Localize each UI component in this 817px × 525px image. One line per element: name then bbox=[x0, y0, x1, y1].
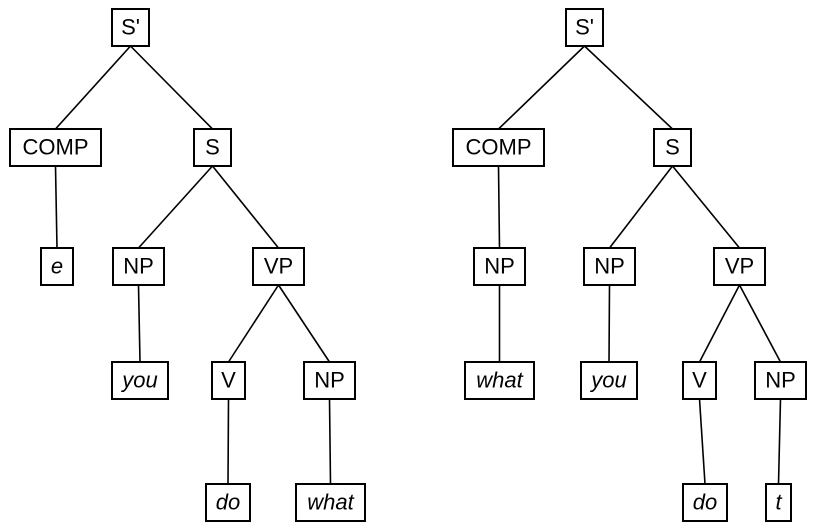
category-node-L-NP1[interactable]: NP bbox=[112, 247, 165, 286]
right-tree-wh-moved-edges bbox=[497, 45, 782, 485]
node-box-L-what bbox=[295, 483, 366, 522]
category-node-L-NP2[interactable]: NP bbox=[303, 361, 356, 400]
category-node-R-S[interactable]: S bbox=[653, 128, 692, 167]
tree-edge-R-VP-to-R-V bbox=[698, 284, 741, 363]
left-tree-wh-in-situ-edges bbox=[54, 45, 332, 485]
node-label-R-NP1: NP bbox=[594, 253, 625, 278]
category-node-L-Sbar[interactable]: S' bbox=[111, 8, 150, 47]
node-box-L-do bbox=[205, 483, 251, 522]
category-node-R-V[interactable]: V bbox=[682, 361, 717, 400]
tree-edge-R-COMP-to-R-NP0 bbox=[497, 165, 501, 249]
category-node-L-VP[interactable]: VP bbox=[252, 247, 305, 286]
category-node-R-NP2[interactable]: NP bbox=[754, 361, 807, 400]
tree-edge-L-NP2-to-L-what bbox=[328, 398, 332, 485]
node-label-R-NP0: NP bbox=[484, 253, 515, 278]
node-box-R-NP2 bbox=[754, 361, 807, 400]
node-label-L-COMP: COMP bbox=[23, 134, 89, 159]
category-node-R-NP1[interactable]: NP bbox=[583, 247, 636, 286]
node-label-L-Sbar: S' bbox=[121, 14, 140, 39]
node-label-L-you: you bbox=[120, 367, 157, 392]
terminal-node-L-you[interactable]: you bbox=[111, 361, 169, 400]
node-box-L-VP bbox=[252, 247, 305, 286]
node-label-L-NP2: NP bbox=[314, 367, 345, 392]
tree-edge-L-NP1-to-L-you bbox=[137, 284, 141, 363]
node-label-R-Sbar: S' bbox=[575, 14, 594, 39]
node-box-L-you bbox=[111, 361, 169, 400]
terminal-node-R-do[interactable]: do bbox=[682, 483, 728, 522]
category-node-L-COMP[interactable]: COMP bbox=[9, 128, 102, 167]
node-box-R-NP0 bbox=[473, 247, 526, 286]
category-node-R-COMP[interactable]: COMP bbox=[452, 128, 545, 167]
tree-edge-L-VP-to-L-V bbox=[227, 284, 280, 363]
node-box-L-Sbar bbox=[111, 8, 150, 47]
node-box-R-t bbox=[765, 483, 792, 522]
tree-edge-L-COMP-to-L-e bbox=[54, 165, 58, 249]
node-label-R-VP: VP bbox=[725, 253, 754, 278]
node-box-L-COMP bbox=[9, 128, 102, 167]
node-box-L-NP2 bbox=[303, 361, 356, 400]
terminal-node-R-what[interactable]: what bbox=[464, 361, 535, 400]
right-tree-wh-moved-nodes: S' COMP S NP NP VP what you V NP do t bbox=[452, 8, 807, 522]
node-label-L-VP: VP bbox=[264, 253, 293, 278]
tree-edge-R-Sbar-to-R-S bbox=[583, 45, 674, 130]
tree-edge-L-S-to-L-VP bbox=[211, 165, 280, 249]
node-label-L-S: S bbox=[205, 134, 220, 159]
node-box-R-COMP bbox=[452, 128, 545, 167]
category-node-R-VP[interactable]: VP bbox=[713, 247, 766, 286]
node-label-R-COMP: COMP bbox=[466, 134, 532, 159]
category-node-R-Sbar[interactable]: S' bbox=[565, 8, 604, 47]
node-label-R-S: S bbox=[665, 134, 680, 159]
node-box-R-what bbox=[464, 361, 535, 400]
node-label-L-what: what bbox=[307, 489, 354, 514]
node-label-L-V: V bbox=[221, 367, 236, 392]
tree-edge-R-VP-to-R-NP2 bbox=[738, 284, 782, 363]
tree-edge-R-NP2-to-R-t bbox=[777, 398, 782, 485]
category-node-L-S[interactable]: S bbox=[193, 128, 232, 167]
node-box-L-NP1 bbox=[112, 247, 165, 286]
node-label-R-t: t bbox=[775, 489, 782, 514]
terminal-node-L-do[interactable]: do bbox=[205, 483, 251, 522]
node-label-L-NP1: NP bbox=[123, 253, 154, 278]
terminal-node-L-e[interactable]: e bbox=[40, 247, 74, 286]
tree-edge-R-V-to-R-do bbox=[698, 398, 706, 485]
category-node-L-V[interactable]: V bbox=[211, 361, 246, 400]
tree-edge-R-S-to-R-VP bbox=[671, 165, 741, 249]
node-label-R-do: do bbox=[693, 489, 717, 514]
node-label-R-NP2: NP bbox=[765, 367, 796, 392]
node-box-L-e bbox=[40, 247, 74, 286]
tree-edge-L-V-to-L-do bbox=[227, 398, 230, 485]
node-box-R-NP1 bbox=[583, 247, 636, 286]
node-box-L-V bbox=[211, 361, 246, 400]
category-node-R-NP0[interactable]: NP bbox=[473, 247, 526, 286]
tree-edge-L-Sbar-to-L-S bbox=[129, 45, 214, 130]
node-box-R-Sbar bbox=[565, 8, 604, 47]
node-label-L-do: do bbox=[216, 489, 240, 514]
node-label-L-e: e bbox=[51, 253, 63, 278]
node-box-R-VP bbox=[713, 247, 766, 286]
terminal-node-R-t[interactable]: t bbox=[765, 483, 792, 522]
tree-edge-R-Sbar-to-R-COMP bbox=[497, 45, 586, 130]
node-box-R-you bbox=[580, 361, 638, 400]
terminal-node-L-what[interactable]: what bbox=[295, 483, 366, 522]
node-box-L-S bbox=[193, 128, 232, 167]
node-box-R-do bbox=[682, 483, 728, 522]
tree-edge-R-NP1-to-R-you bbox=[608, 284, 611, 363]
tree-edge-R-S-to-R-NP1 bbox=[608, 165, 674, 249]
tree-edge-L-Sbar-to-L-COMP bbox=[54, 45, 132, 130]
terminal-node-R-you[interactable]: you bbox=[580, 361, 638, 400]
edges-layer bbox=[54, 45, 782, 485]
node-box-R-V bbox=[682, 361, 717, 400]
node-box-R-S bbox=[653, 128, 692, 167]
tree-edge-L-S-to-L-NP1 bbox=[137, 165, 214, 249]
node-label-R-V: V bbox=[692, 367, 707, 392]
node-label-R-what: what bbox=[476, 367, 523, 392]
tree-edge-L-VP-to-L-NP2 bbox=[277, 284, 331, 363]
node-label-R-you: you bbox=[589, 367, 626, 392]
